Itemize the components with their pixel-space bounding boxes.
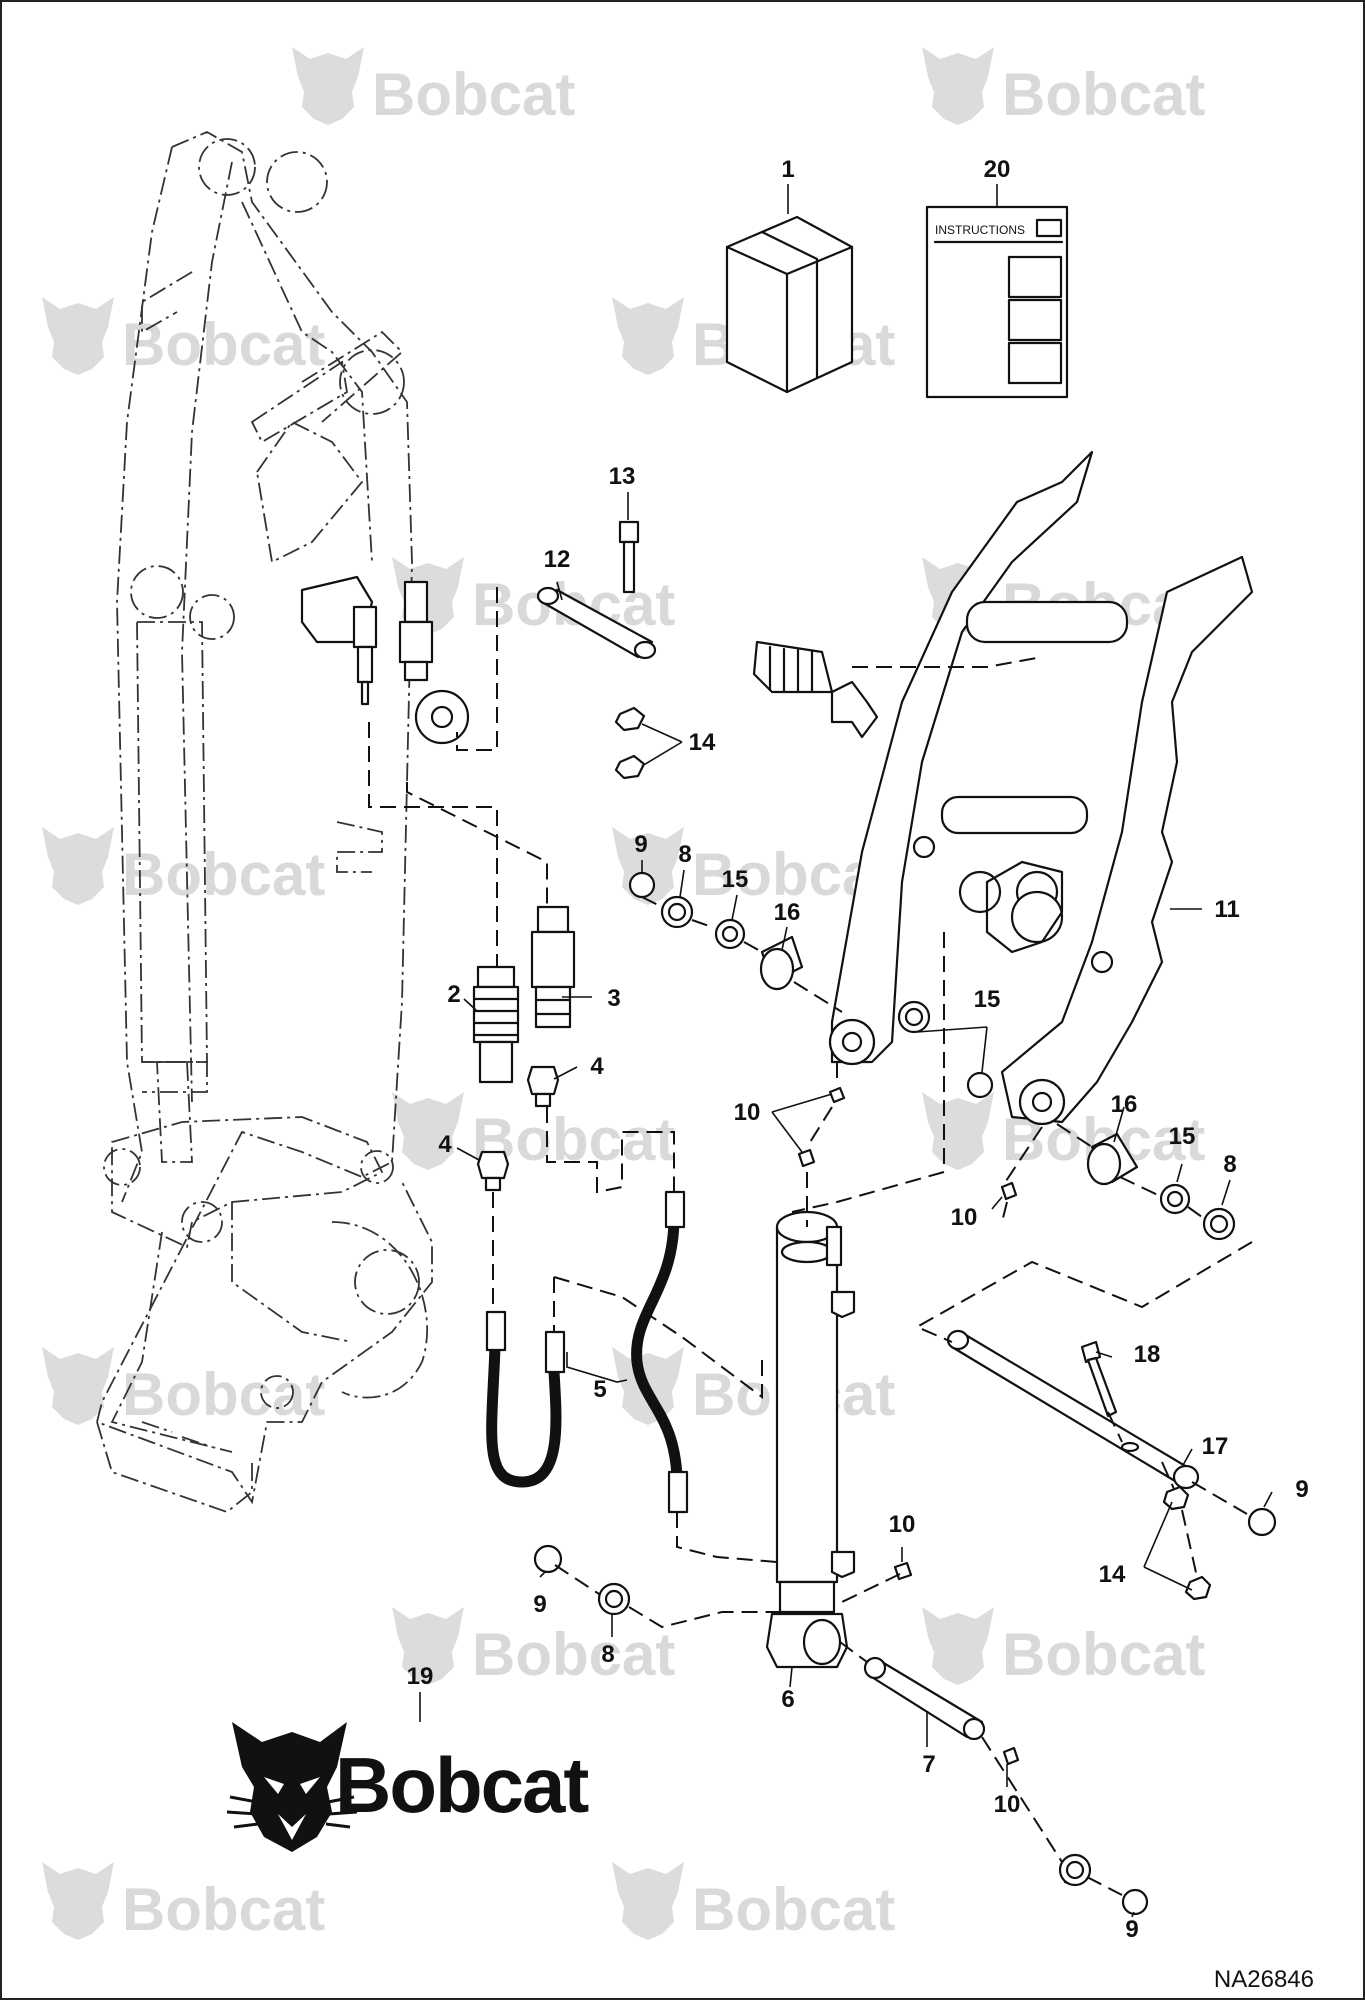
part-5-hoses bbox=[485, 1190, 689, 1514]
watermark-logo: Bobcat bbox=[922, 47, 1205, 128]
watermark-bobcat-icon bbox=[42, 1347, 114, 1425]
watermark-bobcat-icon bbox=[42, 827, 114, 905]
part-1-kit-box bbox=[725, 215, 854, 394]
callout-14-lower: 14 bbox=[1099, 1561, 1126, 1588]
callout-20: 20 bbox=[984, 156, 1011, 183]
watermark-logo: Bobcat bbox=[42, 827, 325, 908]
assembly-guide-lines bbox=[368, 587, 1253, 1896]
callout-4-upper: 4 bbox=[590, 1053, 604, 1080]
part-2-coupler bbox=[472, 965, 520, 1084]
part-18-bolt bbox=[1080, 1340, 1118, 1418]
part-19-bobcat-decal: Bobcat bbox=[226, 1722, 591, 1852]
part-3-coupler bbox=[530, 905, 576, 1029]
watermark-bobcat-icon bbox=[42, 297, 114, 375]
callout-5: 5 bbox=[593, 1376, 606, 1403]
part-4-adapter-lower bbox=[476, 1150, 510, 1192]
part-14-nuts-top bbox=[614, 706, 646, 780]
callout-3: 3 bbox=[607, 985, 620, 1012]
part-14-nuts-bottom bbox=[1162, 1485, 1212, 1601]
watermark-text: Bobcat bbox=[122, 1876, 325, 1943]
part-6-cylinder bbox=[765, 1210, 856, 1669]
callout-18: 18 bbox=[1134, 1341, 1161, 1368]
watermark-bobcat-icon bbox=[292, 47, 364, 125]
callout-14-upper: 14 bbox=[689, 729, 716, 756]
instructions-label: INSTRUCTIONS bbox=[935, 223, 1025, 237]
watermark-text: Bobcat bbox=[472, 1621, 675, 1688]
leader-lines bbox=[419, 184, 1273, 1918]
callout-9-lower: 9 bbox=[533, 1591, 546, 1618]
callout-15-right: 15 bbox=[1169, 1123, 1196, 1150]
callout-10-rod: 10 bbox=[889, 1511, 916, 1538]
callout-10-pin: 10 bbox=[994, 1791, 1021, 1818]
watermark-bobcat-icon bbox=[392, 1092, 464, 1170]
callout-8-lower: 8 bbox=[601, 1641, 614, 1668]
callout-10-cylinder: 10 bbox=[734, 1099, 761, 1126]
callout-16-upper: 16 bbox=[774, 899, 801, 926]
callout-9-right: 9 bbox=[1295, 1476, 1308, 1503]
watermark-bobcat-icon bbox=[922, 1607, 994, 1685]
part-4-adapter-upper bbox=[526, 1065, 560, 1108]
callout-11: 11 bbox=[1214, 896, 1239, 923]
bobcat-logo-text: Bobcat bbox=[335, 1741, 589, 1829]
watermark-bobcat-icon bbox=[922, 1092, 994, 1170]
callout-8-upper: 8 bbox=[678, 841, 691, 868]
callout-8-right: 8 bbox=[1223, 1151, 1236, 1178]
callout-17: 17 bbox=[1202, 1433, 1229, 1460]
watermark-bobcat-icon bbox=[922, 47, 994, 125]
watermark-logo: Bobcat bbox=[612, 1862, 895, 1943]
watermark-bobcat-icon bbox=[612, 1862, 684, 1940]
grease-hand-illustration bbox=[752, 640, 879, 739]
callout-6: 6 bbox=[781, 1686, 794, 1713]
watermark-text: Bobcat bbox=[1002, 61, 1205, 128]
callout-19: 19 bbox=[407, 1663, 434, 1690]
callout-10-frame: 10 bbox=[951, 1204, 978, 1231]
callout-4-lower: 4 bbox=[438, 1131, 452, 1158]
watermark-logo: Bobcat bbox=[612, 827, 895, 908]
bobcat-head-icon bbox=[226, 1722, 358, 1852]
watermark-logo: Bobcat bbox=[42, 1862, 325, 1943]
callout-7: 7 bbox=[922, 1751, 935, 1778]
watermark-text: Bobcat bbox=[122, 841, 325, 908]
watermark-text: Bobcat bbox=[692, 1876, 895, 1943]
part-13-bolt bbox=[618, 520, 640, 594]
part-7-pin bbox=[863, 1656, 986, 1741]
part-20-instructions-sheet: INSTRUCTIONS bbox=[925, 205, 1069, 399]
arm-mounted-fittings bbox=[300, 575, 470, 745]
watermark-logo: Bobcat bbox=[292, 47, 575, 128]
watermark-logo: Bobcat bbox=[42, 1347, 325, 1428]
callout-labels: 1 2 3 4 4 5 6 7 8 8 8 9 9 9 9 10 10 10 1… bbox=[407, 156, 1309, 1943]
callout-15-upper: 15 bbox=[722, 866, 749, 893]
watermark-text: Bobcat bbox=[1002, 1621, 1205, 1688]
washers-and-rings bbox=[533, 871, 1277, 1916]
callout-1: 1 bbox=[781, 156, 794, 183]
watermark-text: Bobcat bbox=[122, 1361, 325, 1428]
watermark-logo: Bobcat bbox=[612, 1347, 895, 1428]
watermark-bobcat-icon bbox=[612, 297, 684, 375]
document-id: NA26846 bbox=[1214, 1966, 1314, 1993]
watermark-text: Bobcat bbox=[122, 311, 325, 378]
watermark-bobcat-icon bbox=[392, 1607, 464, 1685]
watermark-logo: Bobcat bbox=[392, 1607, 675, 1688]
callout-16-right: 16 bbox=[1111, 1091, 1138, 1118]
excavator-arm-outline bbox=[95, 130, 433, 1514]
watermark-text: Bobcat bbox=[372, 61, 575, 128]
part-11-thumb-frame bbox=[828, 450, 1254, 1126]
callout-13: 13 bbox=[609, 463, 636, 490]
callout-15-middle: 15 bbox=[974, 986, 1001, 1013]
watermark-bobcat-icon bbox=[42, 1862, 114, 1940]
callout-9-bottom: 9 bbox=[1125, 1916, 1138, 1943]
callout-12: 12 bbox=[544, 546, 571, 573]
watermark-logo: Bobcat bbox=[42, 297, 325, 378]
watermark-logo: Bobcat bbox=[922, 1607, 1205, 1688]
callout-2: 2 bbox=[447, 981, 460, 1008]
callout-9-upper: 9 bbox=[634, 831, 647, 858]
part-17-pin bbox=[946, 1329, 1200, 1490]
part-12-pin bbox=[536, 586, 657, 660]
